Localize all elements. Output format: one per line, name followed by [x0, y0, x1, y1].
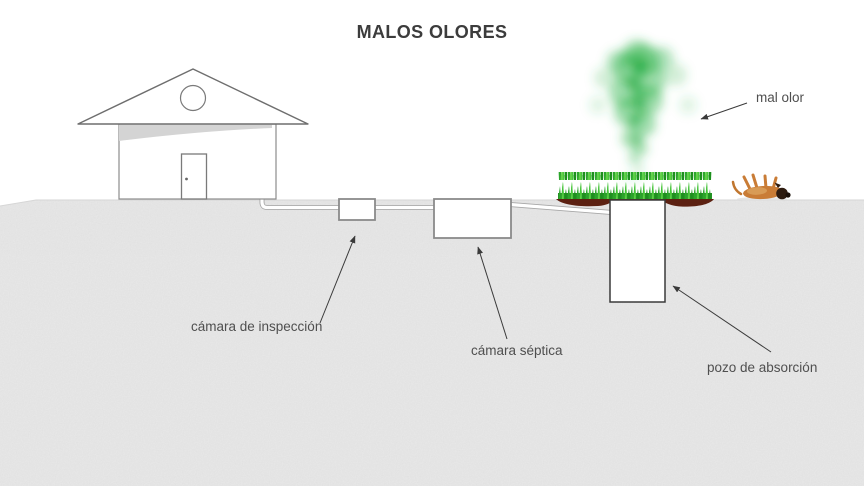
dog-head	[776, 187, 788, 200]
label-inspection-chamber: cámara de inspección	[191, 319, 323, 334]
label-septic-chamber: cámara séptica	[471, 343, 563, 358]
arrow-bad-smell	[700, 102, 748, 120]
dog-tail	[731, 180, 743, 196]
house	[77, 68, 309, 200]
door-knob	[185, 177, 188, 181]
dog-snout	[785, 192, 791, 198]
house-eave-shadow	[119, 124, 272, 141]
arrow-absorption-well	[672, 285, 772, 353]
annotation-arrows	[319, 102, 772, 353]
waste-pipe	[259, 196, 613, 215]
dog-ear	[774, 182, 781, 188]
attic-window	[179, 84, 207, 112]
arrow-inspection-chamber	[319, 235, 356, 324]
absorption-well-shaft	[609, 199, 666, 303]
page-title: MALOS OLORES	[356, 22, 508, 42]
ground-texture	[0, 200, 864, 486]
arrow-septic-chamber	[477, 246, 508, 340]
label-absorption-well: pozo de absorción	[707, 360, 818, 375]
soil-mound	[556, 199, 714, 207]
label-bad-smell: mal olor	[756, 90, 805, 105]
inspection-chamber-box	[338, 198, 376, 221]
fainted-dog	[731, 173, 791, 201]
house-door	[180, 153, 208, 200]
septic-chamber-box	[433, 198, 512, 239]
odor-smoke-plume	[589, 40, 697, 187]
ground	[0, 199, 864, 486]
